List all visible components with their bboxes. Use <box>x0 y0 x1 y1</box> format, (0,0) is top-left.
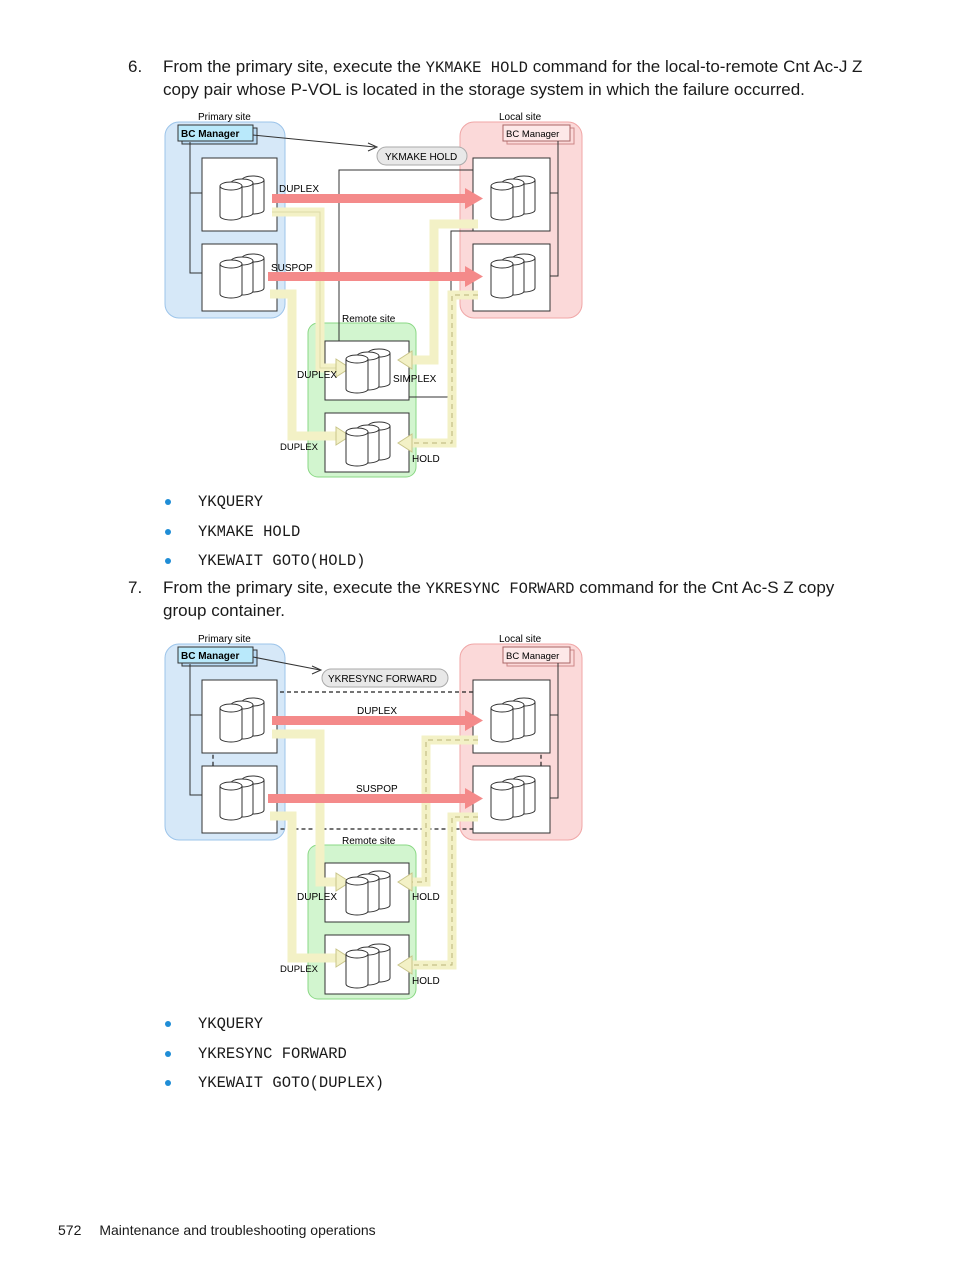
step-text-before: From the primary site, execute the <box>163 57 426 76</box>
bullet-icon <box>165 1021 171 1027</box>
bc-manager-local-label: BC Manager <box>506 651 559 662</box>
remote-site-label: Remote site <box>342 836 396 847</box>
command-callout-text: YKRESYNC FORWARD <box>328 674 437 685</box>
list-item: YKEWAIT GOTO(HOLD) <box>163 551 365 581</box>
bullet-icon <box>165 499 171 505</box>
local-site-label: Local site <box>499 112 542 123</box>
status-duplex-remote2: DUPLEX <box>280 964 319 975</box>
bc-manager-local <box>502 124 571 142</box>
list-item: YKQUERY <box>163 1014 384 1044</box>
primary-site-label: Primary site <box>198 112 251 123</box>
bullet-icon <box>165 558 171 564</box>
step-text: From the primary site, execute the YKRES… <box>163 577 863 622</box>
bc-manager-local <box>502 646 571 664</box>
status-duplex-remote1: DUPLEX <box>297 370 337 381</box>
step-number: 6. <box>128 57 143 76</box>
local-site-label: Local site <box>499 634 542 645</box>
status-duplex-top: DUPLEX <box>357 706 397 717</box>
bc-manager-primary-label: BC Manager <box>181 651 239 662</box>
bc-manager-primary-label: BC Manager <box>181 129 239 140</box>
page-number: 572 <box>58 1222 82 1238</box>
step-text: From the primary site, execute the YKMAK… <box>163 56 863 101</box>
command-list-1: YKQUERY YKMAKE HOLD YKEWAIT GOTO(HOLD) <box>163 492 365 581</box>
step-command: YKRESYNC FORWARD <box>425 580 575 598</box>
command-callout <box>321 668 449 688</box>
bullet-icon <box>165 528 171 535</box>
status-hold: HOLD <box>412 454 440 465</box>
status-simplex: SIMPLEX <box>393 374 437 385</box>
step-text-before: From the primary site, execute the <box>163 578 426 597</box>
bullet-icon <box>165 1050 171 1057</box>
step-text-after: command for the local-to-remote Cnt Ac-J… <box>163 57 863 99</box>
status-hold-remote2: HOLD <box>412 976 440 987</box>
bc-manager-primary <box>177 646 254 664</box>
bc-manager-local-label: BC Manager <box>506 129 559 140</box>
command-callout-text: YKMAKE HOLD <box>385 152 457 163</box>
figure-ykresync-forward: Primary site Local site Remote site BC M… <box>160 630 590 1005</box>
page-footer: 572 Maintenance and troubleshooting opera… <box>58 1222 376 1238</box>
remote-site-label: Remote site <box>342 314 396 325</box>
step-text-after: command for the Cnt Ac-S Z copy group co… <box>163 578 835 620</box>
command-callout <box>376 146 468 166</box>
list-item: YKEWAIT GOTO(DUPLEX) <box>163 1073 384 1103</box>
status-hold-remote1: HOLD <box>412 892 440 903</box>
primary-site-label: Primary site <box>198 634 251 645</box>
step-command: YKMAKE HOLD <box>425 59 528 77</box>
footer-section: Maintenance and troubleshooting operatio… <box>99 1222 376 1238</box>
status-suspop: SUSPOP <box>271 263 313 274</box>
list-item: YKRESYNC FORWARD <box>163 1044 384 1074</box>
status-duplex-remote1: DUPLEX <box>297 892 337 903</box>
figure-ykmake-hold: Primary site Local site Remote site BC M… <box>160 108 590 483</box>
command-list-2: YKQUERY YKRESYNC FORWARD YKEWAIT GOTO(DU… <box>163 1014 384 1103</box>
list-item: YKQUERY <box>163 492 365 522</box>
bullet-icon <box>165 1080 171 1086</box>
step-number: 7. <box>128 578 143 597</box>
status-suspop: SUSPOP <box>356 784 398 795</box>
status-duplex-remote2: DUPLEX <box>280 442 319 453</box>
list-item: YKMAKE HOLD <box>163 522 365 552</box>
bc-manager-primary <box>177 124 254 142</box>
status-duplex-top: DUPLEX <box>279 184 319 195</box>
